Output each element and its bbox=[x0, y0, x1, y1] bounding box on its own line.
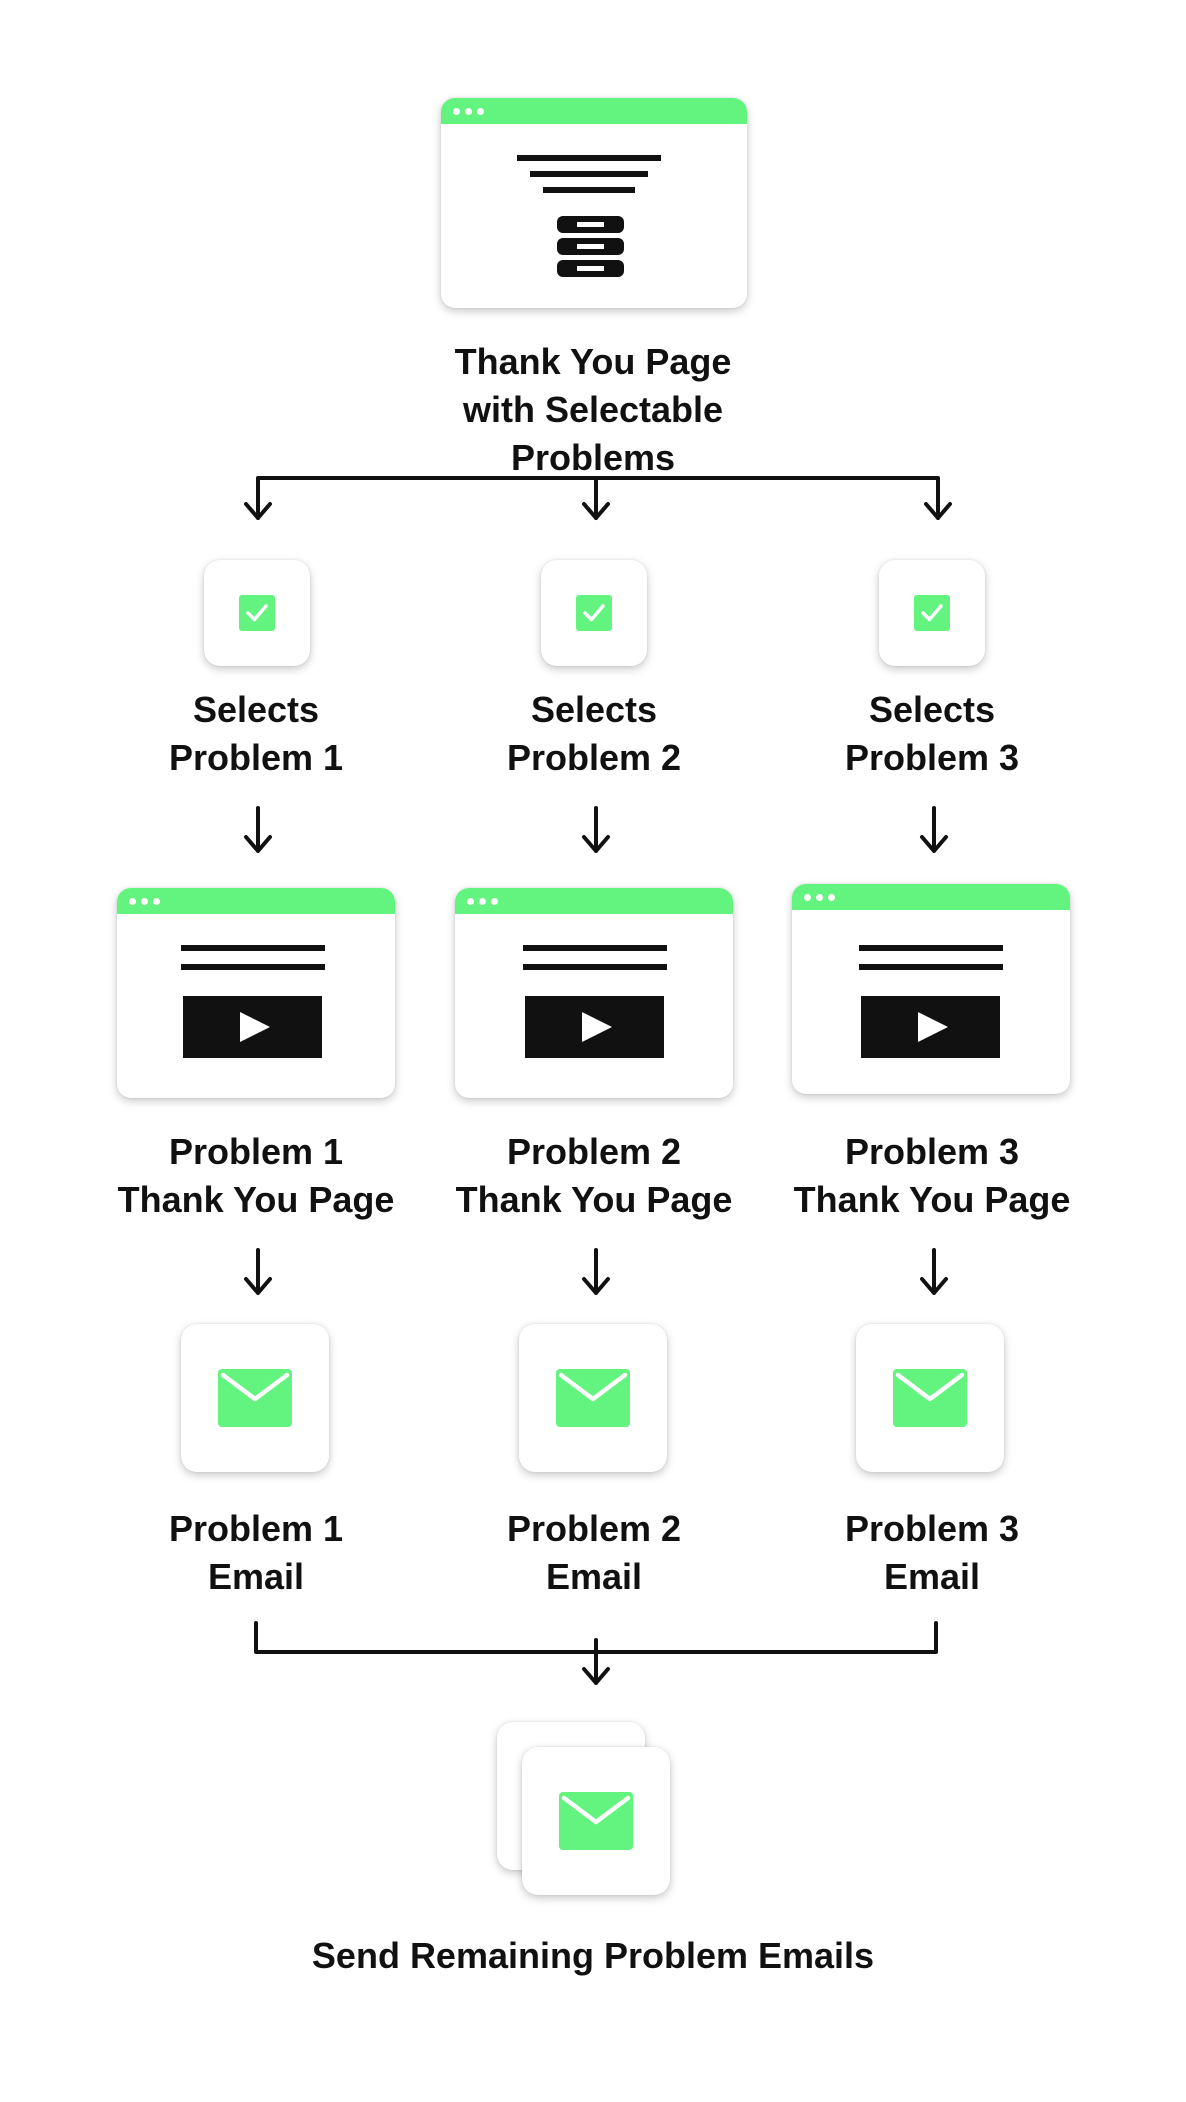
video-page-card bbox=[117, 888, 395, 1098]
envelope-icon bbox=[556, 1369, 630, 1427]
page-label-line-2: Thank You Page bbox=[117, 1179, 395, 1220]
window-dot bbox=[804, 894, 811, 901]
window-dot bbox=[141, 898, 148, 905]
window-titlebar bbox=[117, 888, 395, 914]
arrowhead bbox=[244, 502, 272, 520]
window-dot bbox=[491, 898, 498, 905]
start-label: Thank You Page with Selectable Problems bbox=[383, 338, 803, 482]
video-page-card bbox=[792, 884, 1070, 1094]
arrow-select-1 bbox=[244, 806, 272, 853]
checkbox-checked-icon bbox=[239, 595, 275, 631]
window-dot bbox=[129, 898, 136, 905]
select-label-line-2: Problem 2 bbox=[506, 737, 682, 778]
checkbox-checked-icon bbox=[576, 595, 612, 631]
select-label-line-1: Selects bbox=[192, 689, 320, 730]
window-dot bbox=[465, 108, 472, 115]
arrowhead bbox=[924, 502, 952, 520]
checkbox-card bbox=[541, 560, 647, 666]
select-label-line-2: Problem 3 bbox=[844, 737, 1020, 778]
video-page-card bbox=[455, 888, 733, 1098]
arrowhead bbox=[582, 502, 610, 520]
window-dot bbox=[153, 898, 160, 905]
window-titlebar bbox=[455, 888, 733, 914]
checkbox-card bbox=[204, 560, 310, 666]
checkbox-card bbox=[879, 560, 985, 666]
email-label-line-2: Email bbox=[545, 1556, 643, 1597]
page-label-line-1: Problem 2 bbox=[506, 1131, 682, 1172]
end-label: Send Remaining Problem Emails bbox=[243, 1932, 943, 1980]
window-dot bbox=[828, 894, 835, 901]
arrow-page-3 bbox=[920, 1248, 948, 1295]
page-label-line-2: Thank You Page bbox=[793, 1179, 1071, 1220]
window-dot bbox=[467, 898, 474, 905]
select-label-line-2: Problem 1 bbox=[168, 737, 344, 778]
email-card bbox=[181, 1324, 329, 1472]
window-titlebar bbox=[441, 98, 747, 124]
arrow-select-3 bbox=[920, 806, 948, 853]
arrow-page-1 bbox=[244, 1248, 272, 1295]
window-dot bbox=[477, 108, 484, 115]
page-label-line-1: Problem 1 bbox=[168, 1131, 344, 1172]
stacked-envelope-icon bbox=[559, 1792, 633, 1850]
window-dot bbox=[453, 108, 460, 115]
email-label-line-2: Email bbox=[207, 1556, 305, 1597]
checkbox-checked-icon bbox=[914, 595, 950, 631]
email-card bbox=[856, 1324, 1004, 1472]
email-card bbox=[519, 1324, 667, 1472]
start-label-line-2: with Selectable Problems bbox=[462, 389, 724, 478]
start-page-card bbox=[441, 98, 747, 308]
email-label-line-2: Email bbox=[883, 1556, 981, 1597]
arrow-page-2 bbox=[582, 1248, 610, 1295]
email-label-line-1: Problem 3 bbox=[844, 1508, 1020, 1549]
email-card-front bbox=[522, 1747, 670, 1895]
envelope-icon bbox=[218, 1369, 292, 1427]
window-titlebar bbox=[792, 884, 1070, 910]
page-label-line-2: Thank You Page bbox=[455, 1179, 733, 1220]
envelope-icon bbox=[893, 1369, 967, 1427]
select-label-line-1: Selects bbox=[530, 689, 658, 730]
start-label-line-1: Thank You Page bbox=[454, 341, 732, 382]
email-label-line-1: Problem 2 bbox=[506, 1508, 682, 1549]
window-dot bbox=[816, 894, 823, 901]
window-dot bbox=[479, 898, 486, 905]
arrow-select-2 bbox=[582, 806, 610, 853]
end-label-text: Send Remaining Problem Emails bbox=[311, 1935, 875, 1976]
page-label-line-1: Problem 3 bbox=[844, 1131, 1020, 1172]
arrow-merge bbox=[582, 1638, 610, 1685]
email-label-line-1: Problem 1 bbox=[168, 1508, 344, 1549]
select-label-line-1: Selects bbox=[868, 689, 996, 730]
